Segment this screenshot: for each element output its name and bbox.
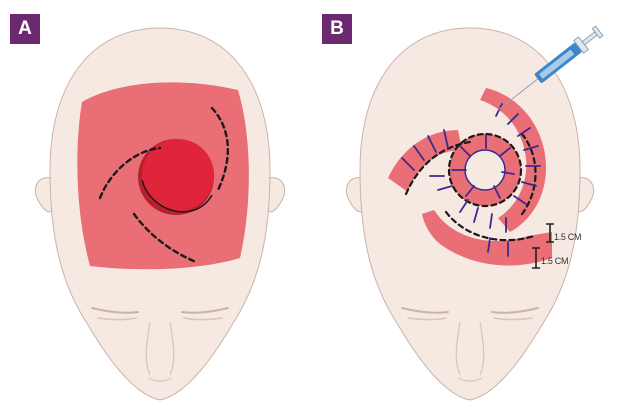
head-b [346, 28, 593, 400]
measurement-label-1: 1.5 CM [554, 232, 581, 242]
measurement-label-2: 1.5 CM [541, 256, 568, 266]
head-outline-b [360, 28, 580, 400]
central-defect [465, 150, 505, 190]
